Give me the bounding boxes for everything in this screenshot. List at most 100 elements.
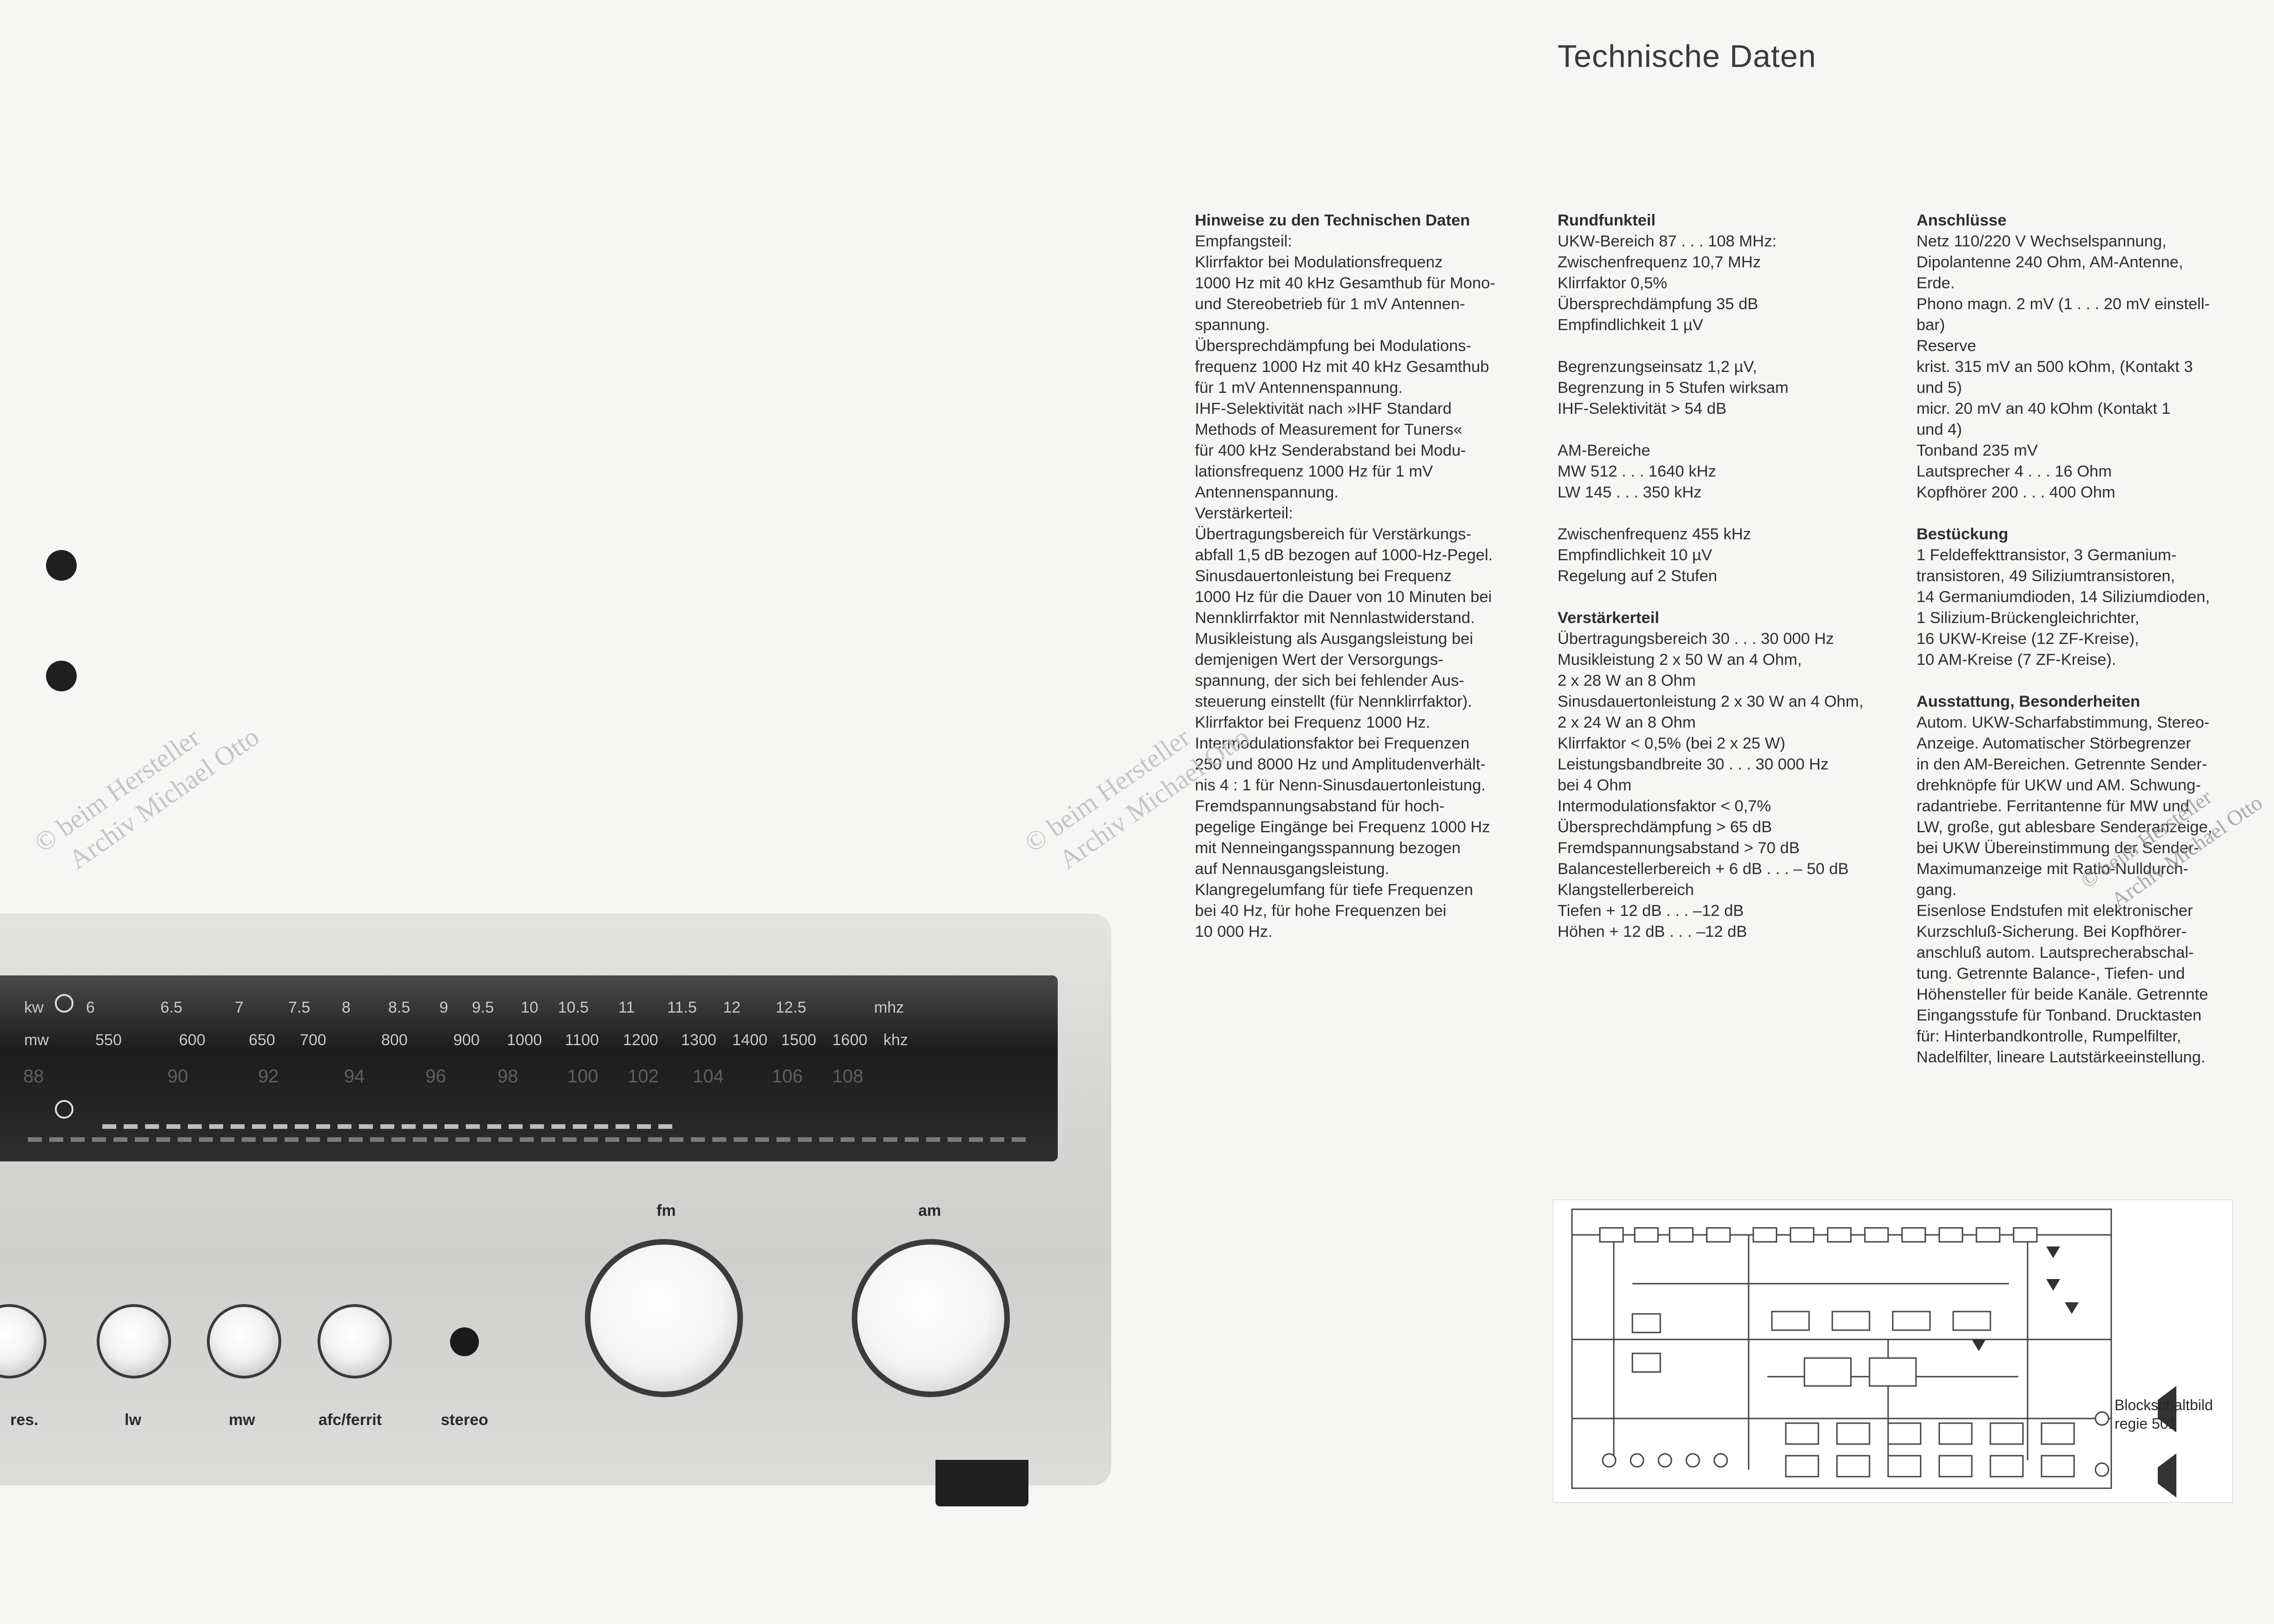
spec-line: Zwischenfrequenz 10,7 MHz xyxy=(1558,253,1761,271)
spec-line: LW 145 . . . 350 kHz xyxy=(1558,484,1702,501)
spec-line: demjenigen Wert der Versorgungs- xyxy=(1195,651,1444,669)
spec-line: bei 4 Ohm xyxy=(1558,776,1632,794)
spec-line: Musikleistung 2 x 50 W an 4 Ohm, xyxy=(1558,651,1802,669)
section-heading: Ausstattung, Besonderheiten xyxy=(1916,693,2141,710)
spec-line: transistoren, 49 Siliziumtransistoren, xyxy=(1916,567,2175,585)
afc-ferrit-button-label: afc/ferrit xyxy=(318,1411,382,1429)
dial-scale-label: mhz xyxy=(874,999,904,1016)
spec-line: Balancestellerbereich + 6 dB . . . – 50 … xyxy=(1558,860,1849,878)
spec-line: Übertragungsbereich 30 . . . 30 000 Hz xyxy=(1558,630,1834,648)
spec-line: LW, große, gut ablesbare Senderanzeige, xyxy=(1916,818,2213,836)
spacer xyxy=(1916,503,2261,524)
spec-line: Übersprechdämpfung > 65 dB xyxy=(1558,818,1772,836)
dial-scale-label: 10.5 xyxy=(558,999,589,1016)
dial-scale-label: 88 xyxy=(23,1066,44,1087)
dial-scale-label: 100 xyxy=(567,1066,598,1087)
dial-scale-label: khz xyxy=(883,1031,908,1049)
dial-scale-label: 90 xyxy=(167,1066,188,1087)
dial-scale-label: 106 xyxy=(772,1066,803,1087)
fm-tuning-knob[interactable] xyxy=(585,1239,743,1397)
dial-scale-label: 7.5 xyxy=(288,999,311,1016)
spec-line: MW 512 . . . 1640 kHz xyxy=(1558,463,1717,480)
spec-line: Methods of Measurement for Tuners« xyxy=(1195,421,1463,438)
spec-line: nis 4 : 1 für Nenn-Sinusdauertonleistung… xyxy=(1195,776,1486,794)
dial-scale-label: 900 xyxy=(453,1031,480,1049)
block-diagram xyxy=(1553,1200,2233,1503)
dial-scale-label: 8.5 xyxy=(388,999,411,1016)
spec-line: Anzeige. Automatischer Störbegrenzer xyxy=(1916,735,2191,752)
dial-scale-label: 800 xyxy=(381,1031,408,1049)
spec-line: und Stereobetrieb für 1 mV Antennen- xyxy=(1195,295,1465,313)
spec-line: Regelung auf 2 Stufen xyxy=(1558,567,1717,585)
spacer xyxy=(1558,587,1892,608)
spec-line: in den AM-Bereichen. Getrennte Sender- xyxy=(1916,756,2208,773)
spec-line: IHF-Selektivität > 54 dB xyxy=(1558,400,1727,418)
spec-line: tung. Getrennte Balance-, Tiefen- und xyxy=(1916,965,2185,982)
spec-line: 2 x 28 W an 8 Ohm xyxy=(1558,672,1696,689)
spec-line: Sinusdauertonleistung 2 x 30 W an 4 Ohm, xyxy=(1558,693,1863,710)
dial-scale-label: 1400 xyxy=(732,1031,768,1049)
dial-scale-label: 12 xyxy=(723,999,741,1016)
lw-button[interactable] xyxy=(97,1304,171,1379)
spec-line: und 4) xyxy=(1916,421,1962,438)
spec-line: Klangstellerbereich xyxy=(1558,881,1694,899)
block-diagram-caption: Blockschaltbild regie 501 xyxy=(2115,1396,2213,1433)
spec-line: AM-Bereiche xyxy=(1558,442,1651,459)
spec-line: 1000 Hz mit 40 kHz Gesamthub für Mono- xyxy=(1195,274,1496,292)
spec-line: 250 und 8000 Hz und Amplitudenverhält- xyxy=(1195,756,1486,773)
spec-line: Fremdspannungsabstand > 70 dB xyxy=(1558,839,1800,857)
spec-line: abfall 1,5 dB bezogen auf 1000-Hz-Pegel. xyxy=(1195,546,1493,564)
afc-ferrit-button[interactable] xyxy=(318,1304,392,1379)
dial-scale-label: 8 xyxy=(342,999,351,1016)
spec-line: Eingangsstufe für Tonband. Drucktasten xyxy=(1916,1007,2202,1024)
section-heading: Anschlüsse xyxy=(1916,212,2007,229)
spec-line: mit Nenneingangsspannung bezogen xyxy=(1195,839,1461,857)
dial-scale-label: 1000 xyxy=(507,1031,542,1049)
dial-scale-label: 94 xyxy=(344,1066,365,1087)
spec-line: Klirrfaktor bei Frequenz 1000 Hz. xyxy=(1195,714,1431,731)
dial-scale-label: 96 xyxy=(425,1066,446,1087)
spacer xyxy=(1558,336,1892,357)
spec-line: krist. 315 mV an 500 kOhm, (Kontakt 3 xyxy=(1916,358,2193,376)
dial-scale-label: 700 xyxy=(300,1031,326,1049)
spec-line: radantriebe. Ferritantenne für MW und xyxy=(1916,797,2189,815)
section-heading: Rundfunkteil xyxy=(1558,212,1656,229)
spec-line: Nennklirrfaktor mit Nennlastwiderstand. xyxy=(1195,609,1475,627)
spec-line: für 1 mV Antennenspannung. xyxy=(1195,379,1403,397)
res-button-label: res. xyxy=(10,1411,39,1429)
dial-scale-label: 9 xyxy=(439,999,448,1016)
spec-line: 14 Germaniumdioden, 14 Siliziumdioden, xyxy=(1916,588,2210,606)
caption-line2: regie 501 xyxy=(2115,1415,2177,1432)
spec-line: anschluß autom. Lautsprecherabschal- xyxy=(1916,944,2194,961)
dial-pointer xyxy=(55,1100,73,1119)
punch-hole-bottom xyxy=(46,661,77,691)
spec-line: UKW-Bereich 87 . . . 108 MHz: xyxy=(1558,232,1777,250)
spec-line: bei 40 Hz, für hohe Frequenzen bei xyxy=(1195,902,1446,920)
section-heading: Hinweise zu den Technischen Daten xyxy=(1195,212,1470,229)
spec-line: Begrenzung in 5 Stufen wirksam xyxy=(1558,379,1789,397)
spec-line: Klangregelumfang für tiefe Frequenzen xyxy=(1195,881,1473,899)
spec-line: Sinusdauertonleistung bei Frequenz xyxy=(1195,567,1452,585)
mw-button[interactable] xyxy=(207,1304,281,1379)
spec-line: 1 Feldeffekttransistor, 3 Germanium- xyxy=(1916,546,2177,564)
spec-line: Erde. xyxy=(1916,274,1955,292)
block-diagram-schematic xyxy=(1571,1208,2176,1498)
page-title: Technische Daten xyxy=(1558,39,1817,74)
spec-line: spannung, der sich bei fehlender Aus- xyxy=(1195,672,1465,689)
spec-line: Eisenlose Endstufen mit elektronischer xyxy=(1916,902,2193,920)
spacer xyxy=(1558,503,1892,524)
spec-line: Fremdspannungsabstand für hoch- xyxy=(1195,797,1445,815)
dial-scale-label: 1200 xyxy=(623,1031,658,1049)
section-heading: Verstärkerteil xyxy=(1558,609,1659,627)
spec-line: Übersprechdämpfung bei Modulations- xyxy=(1195,337,1472,355)
am-tuning-knob[interactable] xyxy=(852,1239,1010,1397)
spec-line: für: Hinterbandkontrolle, Rumpelfilter, xyxy=(1916,1027,2181,1045)
dial-scale-label: 650 xyxy=(249,1031,275,1049)
stereo-indicator xyxy=(450,1327,479,1356)
dial-scale-label: 6.5 xyxy=(160,999,183,1016)
dial-scale-label: 92 xyxy=(258,1066,279,1087)
